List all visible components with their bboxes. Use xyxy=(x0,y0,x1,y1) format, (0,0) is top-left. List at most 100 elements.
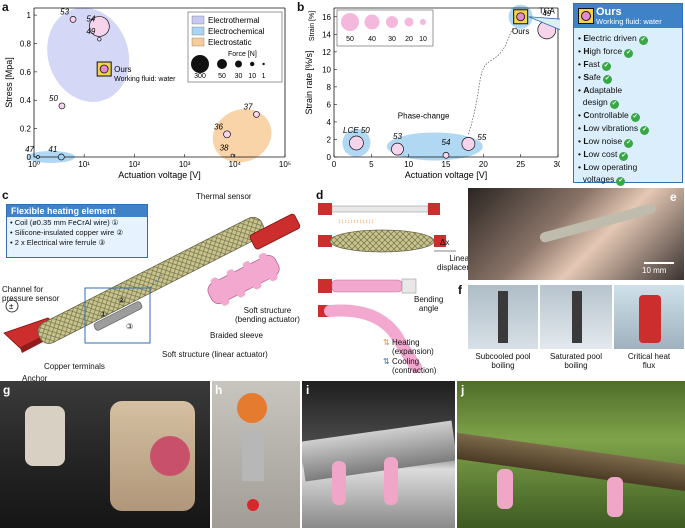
ours-feature-item: • Safe✔ xyxy=(578,72,612,84)
check-icon: ✔ xyxy=(630,113,640,122)
check-icon: ✔ xyxy=(638,36,648,45)
size-legend-marker xyxy=(341,13,359,31)
legend-swatch xyxy=(191,15,205,25)
ours-feature-item: • High force✔ xyxy=(578,46,634,58)
heating-legend-icon: ⇅ xyxy=(383,338,390,347)
data-point xyxy=(57,153,65,161)
x-tick-label: 10⁵ xyxy=(279,160,291,169)
size-legend-label: 50 xyxy=(346,36,354,43)
size-legend-marker xyxy=(217,59,227,69)
panel-d-illustration: ↕↕↕↕↕↕↕↕↕↕↕↕ xyxy=(318,203,456,373)
y-tick-label: 12 xyxy=(322,48,331,57)
size-legend-marker xyxy=(364,14,380,30)
label-copper: Copper terminals xyxy=(44,362,105,371)
data-point xyxy=(442,151,450,159)
x-tick-label: 15 xyxy=(442,160,451,169)
group-label-phase-change: Phase-change xyxy=(398,111,450,120)
check-icon: ✔ xyxy=(624,139,634,148)
group-label-tca: TCA xyxy=(539,6,556,15)
data-point xyxy=(69,16,77,23)
point-label-ours: Ours xyxy=(114,65,131,74)
panel-label-g: g xyxy=(3,383,11,397)
ours-icon xyxy=(578,8,594,24)
photo-i xyxy=(302,381,455,528)
y-tick-label: 16 xyxy=(322,13,331,22)
y-tick-label: 0.6 xyxy=(20,68,32,77)
label-n1: ① xyxy=(100,310,108,319)
size-legend-marker xyxy=(404,17,414,27)
heating-element-title: Flexible heating element xyxy=(7,205,147,217)
photo-f2 xyxy=(540,285,612,349)
photo-f1 xyxy=(468,285,538,349)
ours-feature-item: design✔ xyxy=(582,97,619,109)
size-legend-marker xyxy=(420,19,426,25)
ours-feature-item: • Electric driven✔ xyxy=(578,33,648,45)
check-icon: ✔ xyxy=(601,62,611,71)
ours-subtitle: Working fluid: water xyxy=(596,17,662,26)
label-soft-bending: Soft structure (bending actuator) xyxy=(235,306,300,324)
caption-f1: Subcooled pool boiling xyxy=(475,352,531,370)
label-heating: Heating (expansion) xyxy=(392,338,434,356)
panel-label-i: i xyxy=(306,383,310,397)
data-point xyxy=(223,130,231,139)
y-tick-label: 1 xyxy=(27,11,32,20)
region-phase-change xyxy=(386,132,483,161)
panel-label-b: b xyxy=(297,0,305,14)
chart-b: 0510152025300246810121416Actuation volta… xyxy=(304,4,560,180)
check-icon: ✔ xyxy=(619,152,629,161)
point-label-ours: Ours xyxy=(512,27,529,36)
size-legend-label: 20 xyxy=(405,36,413,43)
y-tick-label: 8 xyxy=(327,83,332,92)
photo-e xyxy=(468,188,684,280)
label-channel: Channel for pressure sensor xyxy=(2,285,60,303)
x-tick-label: 25 xyxy=(516,160,525,169)
ours-marker xyxy=(99,64,109,74)
data-point xyxy=(88,16,110,37)
data-point xyxy=(461,137,476,151)
label-braided-sleeve: Braided sleeve xyxy=(210,331,263,340)
check-icon: ✔ xyxy=(640,126,650,135)
heating-item-1: • Coil (ø0.35 mm FeCrAl wire) ① xyxy=(10,218,119,227)
trend-arrow xyxy=(468,27,514,135)
y-tick-label: 6 xyxy=(327,100,332,109)
size-legend-label: 10 xyxy=(419,36,427,43)
size-legend-label: 1 xyxy=(262,73,266,80)
panel-label-h: h xyxy=(215,383,223,397)
size-legend-label: 30 xyxy=(388,36,396,43)
heating-item-3: • 2 x Electrical wire ferrule ③ xyxy=(10,238,106,247)
label-cooling: Cooling (contraction) xyxy=(392,357,437,375)
data-point xyxy=(230,153,235,158)
size-legend-label: 40 xyxy=(368,36,376,43)
point-label: 54 xyxy=(442,138,451,147)
size-legend-marker xyxy=(191,55,209,73)
x-tick-label: 10 xyxy=(404,160,413,169)
check-icon: ✔ xyxy=(624,49,634,58)
data-point xyxy=(349,135,364,151)
size-legend-marker xyxy=(250,61,255,67)
data-point xyxy=(391,142,404,156)
point-label: 50 xyxy=(49,94,58,103)
cooling-legend-icon: ⇅ xyxy=(383,357,390,366)
label-soft-linear: Soft structure (linear actuator) xyxy=(162,350,268,359)
legend-entry: Electrothermal xyxy=(208,16,260,25)
ours-feature-item: • Low vibrations✔ xyxy=(578,123,650,135)
panel-c-illustration: ± xyxy=(3,213,301,353)
x-tick-label: 10⁴ xyxy=(229,160,242,169)
caption-f2: Saturated pool boiling xyxy=(549,352,603,370)
ours-feature-item: • Low noise✔ xyxy=(578,136,634,148)
x-axis-label: Actuation voltage [V] xyxy=(118,170,201,180)
point-label: 49 xyxy=(86,27,95,36)
x-tick-label: 10² xyxy=(129,160,141,169)
label-dx: Δx xyxy=(440,238,450,247)
point-label: 54 xyxy=(86,14,95,23)
data-point xyxy=(58,102,66,110)
size-legend-label: 50 xyxy=(218,73,226,80)
svg-text:↕↕↕↕↕↕↕↕↕↕↕↕: ↕↕↕↕↕↕↕↕↕↕↕↕ xyxy=(338,219,374,225)
heating-item-2: • Silicone-insulated copper wire ② xyxy=(10,228,124,237)
legend-entry: Electrochemical xyxy=(208,27,265,36)
size-legend-marker xyxy=(386,16,398,28)
y-tick-label: 0 xyxy=(327,153,332,162)
photo-f3 xyxy=(614,285,684,349)
y-tick-label: 0.2 xyxy=(20,125,32,134)
